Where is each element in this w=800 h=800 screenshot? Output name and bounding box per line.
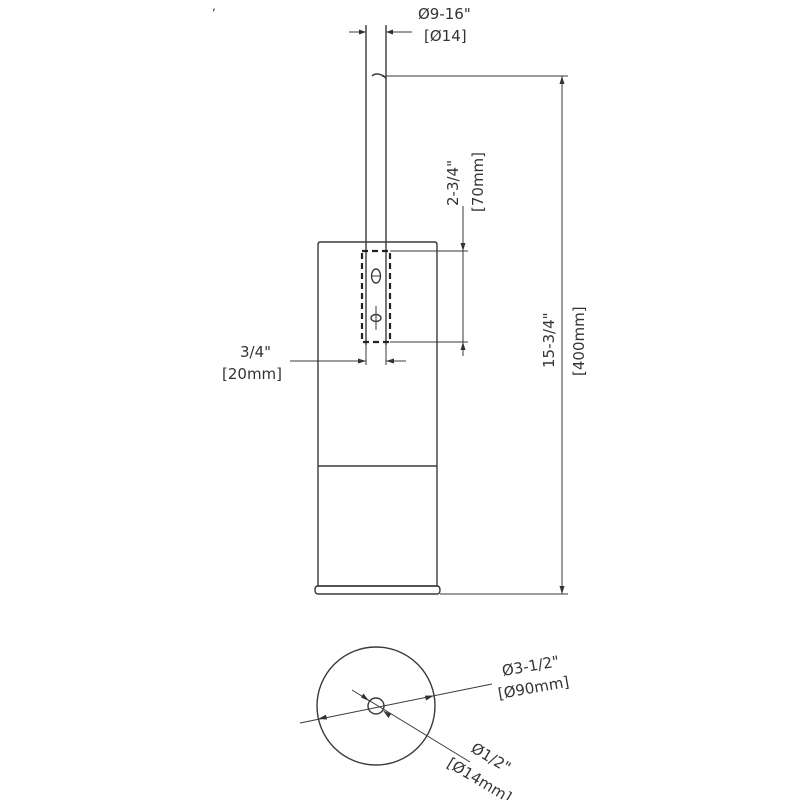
corner-mark: , — [212, 0, 216, 13]
total-height-mm-label: [400mm] — [570, 306, 588, 376]
base-foot — [314, 585, 441, 595]
rod-width-mm-label: [20mm] — [222, 365, 282, 383]
screw-hole-bottom — [370, 306, 382, 330]
rod-top-cap — [371, 73, 385, 77]
rod-outline — [365, 25, 387, 345]
total-height-in-label: 15-3/4" — [540, 312, 558, 368]
base-circle — [316, 646, 436, 766]
rod-diameter-in-label: Ø9-16" — [418, 5, 471, 23]
side-view — [314, 25, 441, 595]
rod-diameter-mm-label: [Ø14] — [424, 27, 467, 45]
screw-hole-top — [370, 268, 382, 284]
rod-width-in-label: 3/4" — [240, 343, 271, 361]
mount-spacing-in-label: 2-3/4" — [444, 160, 462, 206]
hole-diameter-leader — [351, 689, 471, 763]
rod-diameter-dimension: Ø9-16" [Ø14] — [349, 5, 471, 45]
top-view: Ø3-1/2" [Ø90mm] Ø1/2" [Ø14mm] — [299, 646, 570, 800]
body-cylinder — [317, 241, 438, 587]
rod-width-dimension: 3/4" [20mm] — [222, 343, 406, 383]
total-height-dimension: 15-3/4" [400mm] — [386, 75, 588, 595]
mounting-bracket-hidden — [360, 249, 392, 344]
base-diameter-leader — [299, 683, 493, 724]
mount-spacing-mm-label: [70mm] — [469, 152, 487, 212]
mount-spacing-dimension: 2-3/4" [70mm] — [390, 152, 487, 356]
